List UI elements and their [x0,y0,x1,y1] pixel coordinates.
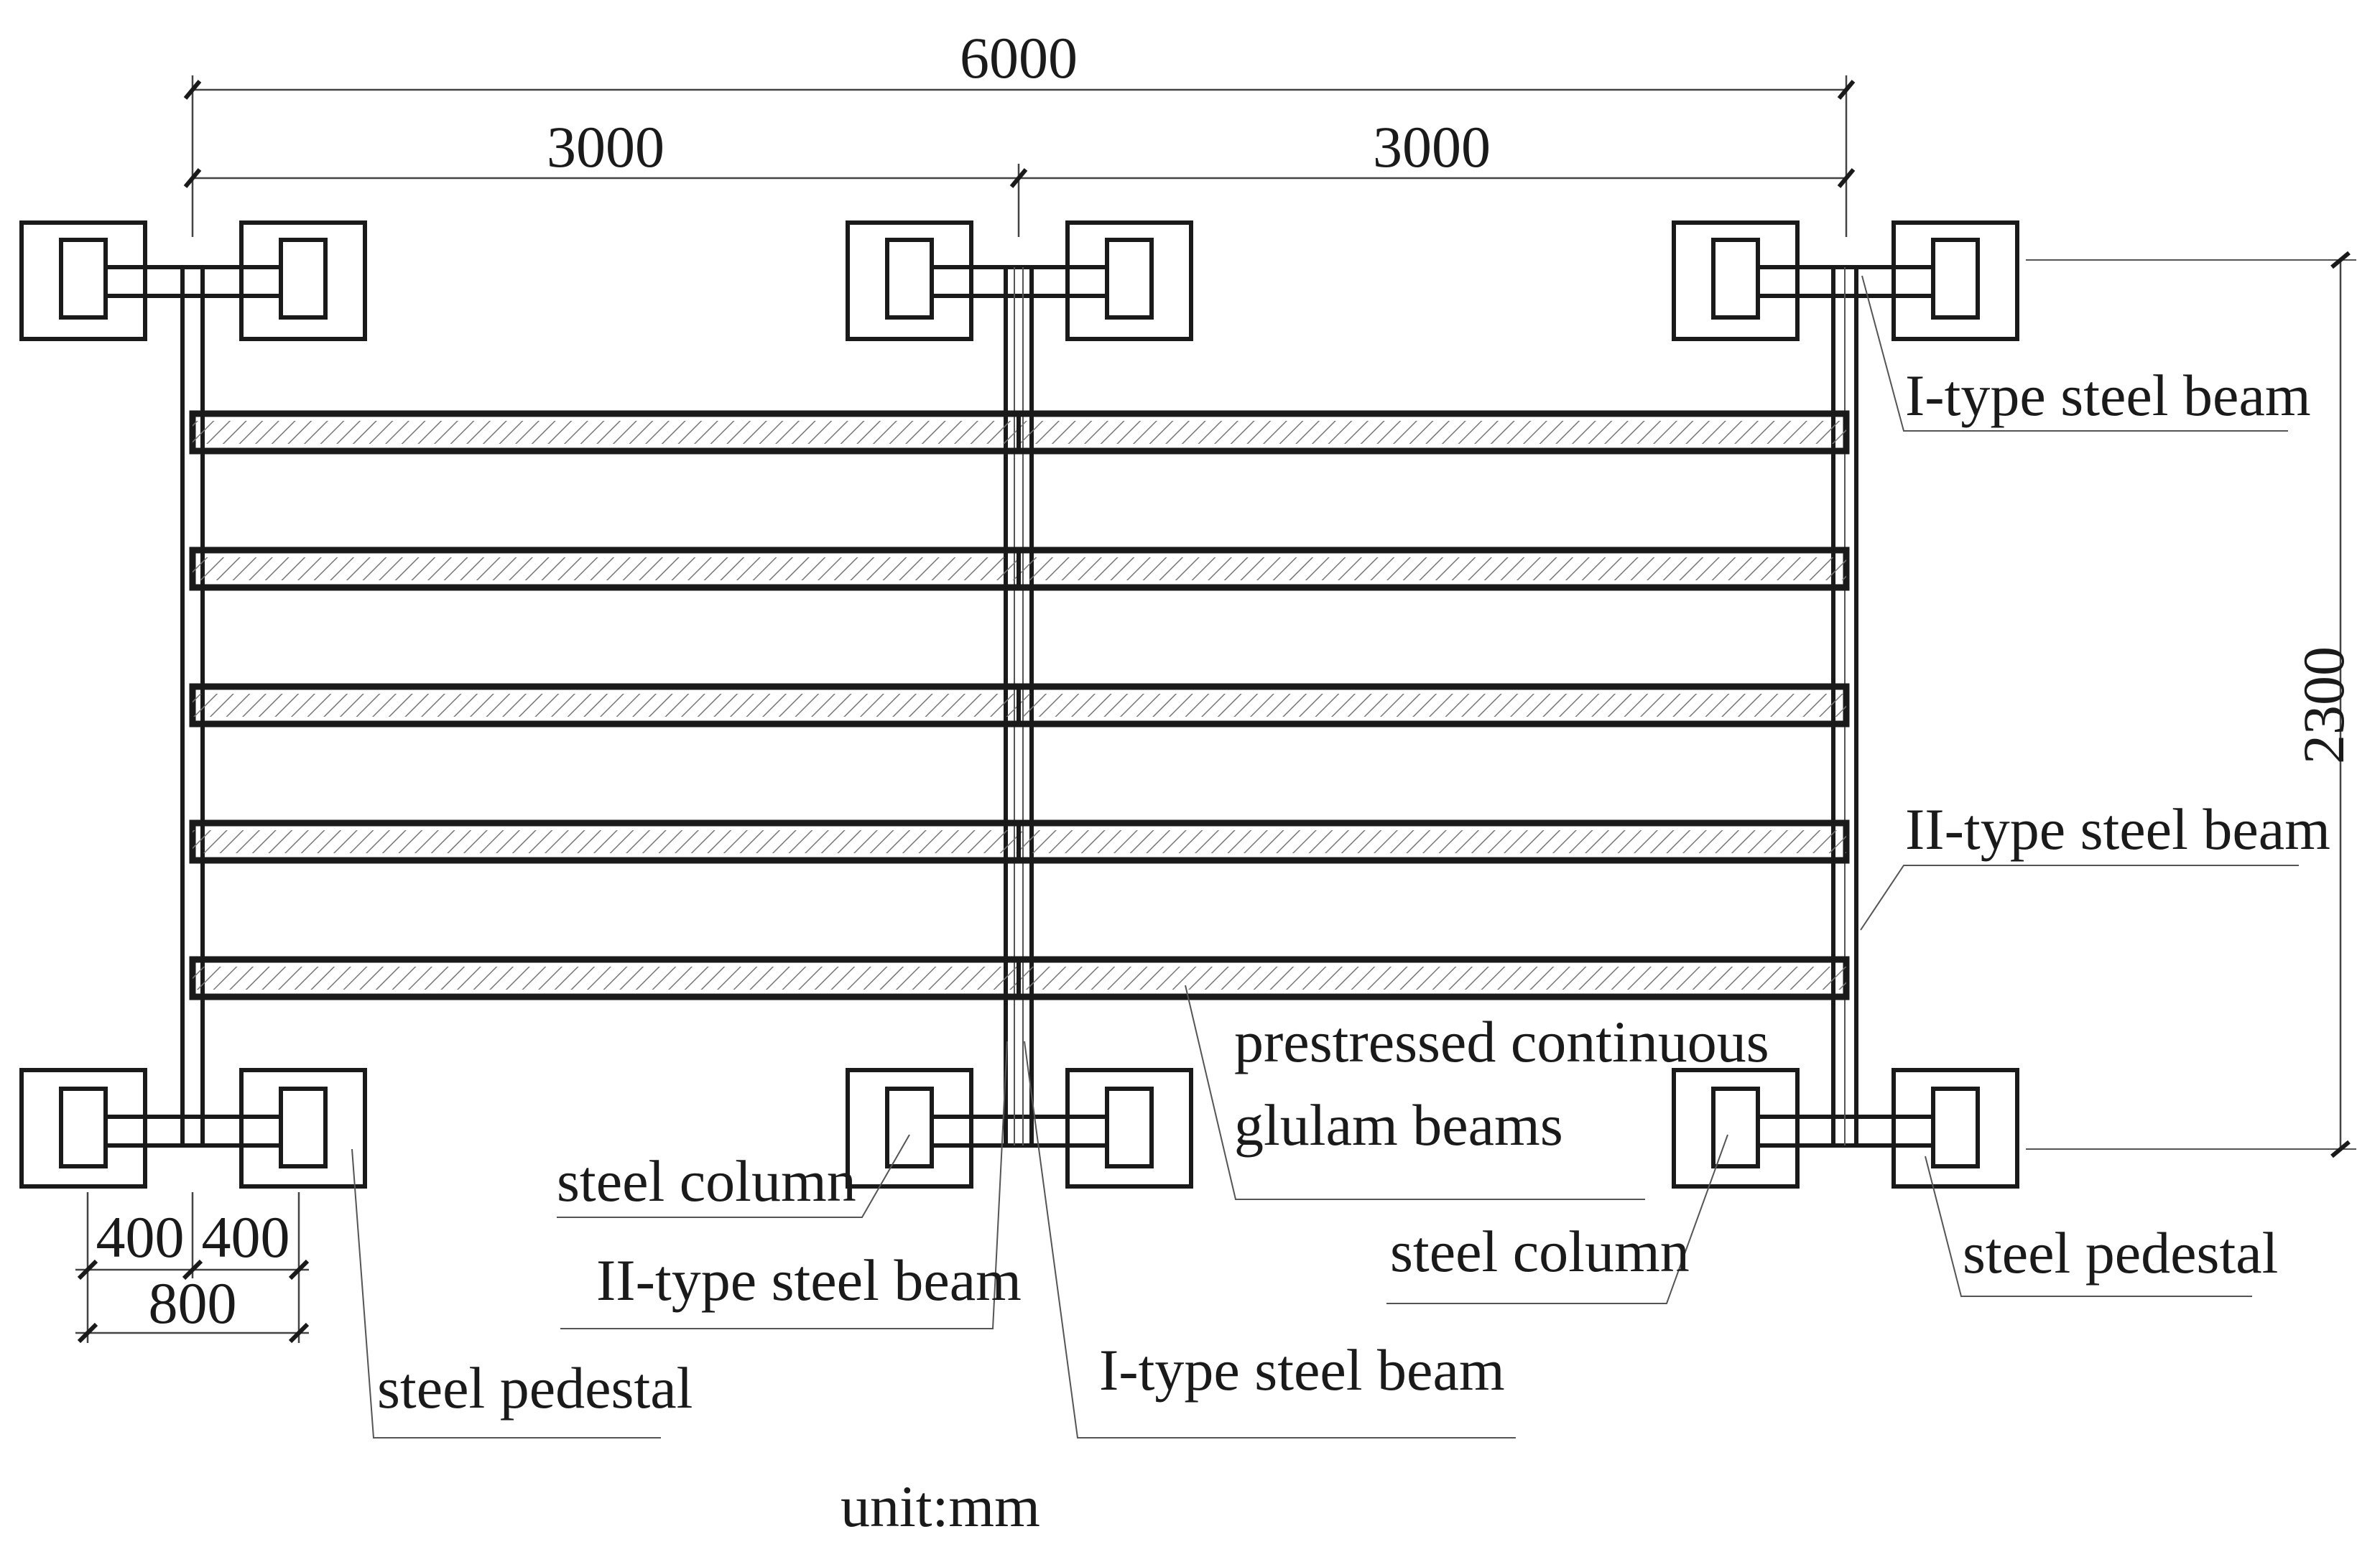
width-label: 2300 [2291,646,2356,764]
steel-pedestal-bottom-right [1672,1068,2019,1189]
dimension-tick [1009,168,1028,188]
label-steel-pedestal-right: steel pedestal [1963,1220,2278,1286]
dimension-tick [182,1259,203,1281]
label-i-type-steel-beam-top-right: I-type steel beam [1905,363,2311,428]
label-ii-type-steel-beam-center: II-type steel beam [596,1247,1022,1313]
label-steel-column-right: steel column [1390,1219,1690,1284]
overall-length-label: 6000 [960,25,1078,90]
leader-lines [351,275,2299,1439]
dimension-tick [288,1322,310,1344]
label-steel-pedestal-left: steel pedestal [377,1355,693,1421]
leader-i-beam-top-right [1861,275,2288,432]
steel-pedestal-bottom-left [19,1068,367,1189]
leader-steel-column-right [1386,1134,1728,1304]
glulam-beam [189,410,1850,455]
steel-pedestal-top-center [846,220,1193,341]
leader-steel-pedestal-right [1925,1156,2252,1297]
leader-glulam-beams [1185,985,1645,1200]
right-dimension: 2300 [2026,251,2356,1158]
steel-pedestals [19,220,2019,1189]
label-glulam-line1: prestressed continuous [1234,1009,1769,1074]
dimension-tick [2330,1140,2351,1158]
pedestal-total-label: 800 [149,1270,237,1336]
pedestal-half-left-label: 400 [96,1204,185,1270]
steel-pedestal-bottom-center [846,1068,1193,1189]
leader-i-beam-center [1024,1041,1516,1439]
dimension-tick [2330,251,2351,269]
label-steel-column-left: steel column [557,1148,856,1214]
label-ii-type-steel-beam-right: II-type steel beam [1905,796,2330,862]
leader-ii-beam-center [560,1041,1008,1329]
dimension-tick [77,1322,98,1344]
unit-label: unit:mm [841,1474,1040,1539]
label-i-type-steel-beam-center: I-type steel beam [1099,1337,1505,1403]
leader-steel-column-left [557,1134,910,1218]
leader-steel-pedestal-left [351,1148,661,1439]
dimension-tick [288,1259,310,1281]
steel-pedestal-top-left [19,220,367,341]
glulam-beam [189,956,1850,1000]
dimension-tick [183,80,202,100]
pedestal-dimensions: 400 400 800 [75,1192,310,1344]
span-left-label: 3000 [547,114,665,180]
glulam-beam [189,683,1850,728]
glulam-beams [189,410,1850,1000]
dimension-tick [183,168,202,188]
pedestal-half-right-label: 400 [202,1204,290,1270]
dimension-tick [1837,80,1856,100]
glulam-beam [189,819,1850,864]
annotation-labels: I-type steel beam II-type steel beam pre… [377,363,2330,1539]
span-right-label: 3000 [1373,114,1491,180]
glulam-beam [189,547,1850,591]
leader-ii-beam-right [1860,865,2299,931]
label-glulam-line2: glulam beams [1234,1092,1563,1158]
dimension-tick [1837,168,1856,188]
dimension-tick [77,1259,98,1281]
top-dimensions: 6000 3000 3000 [183,25,1856,237]
